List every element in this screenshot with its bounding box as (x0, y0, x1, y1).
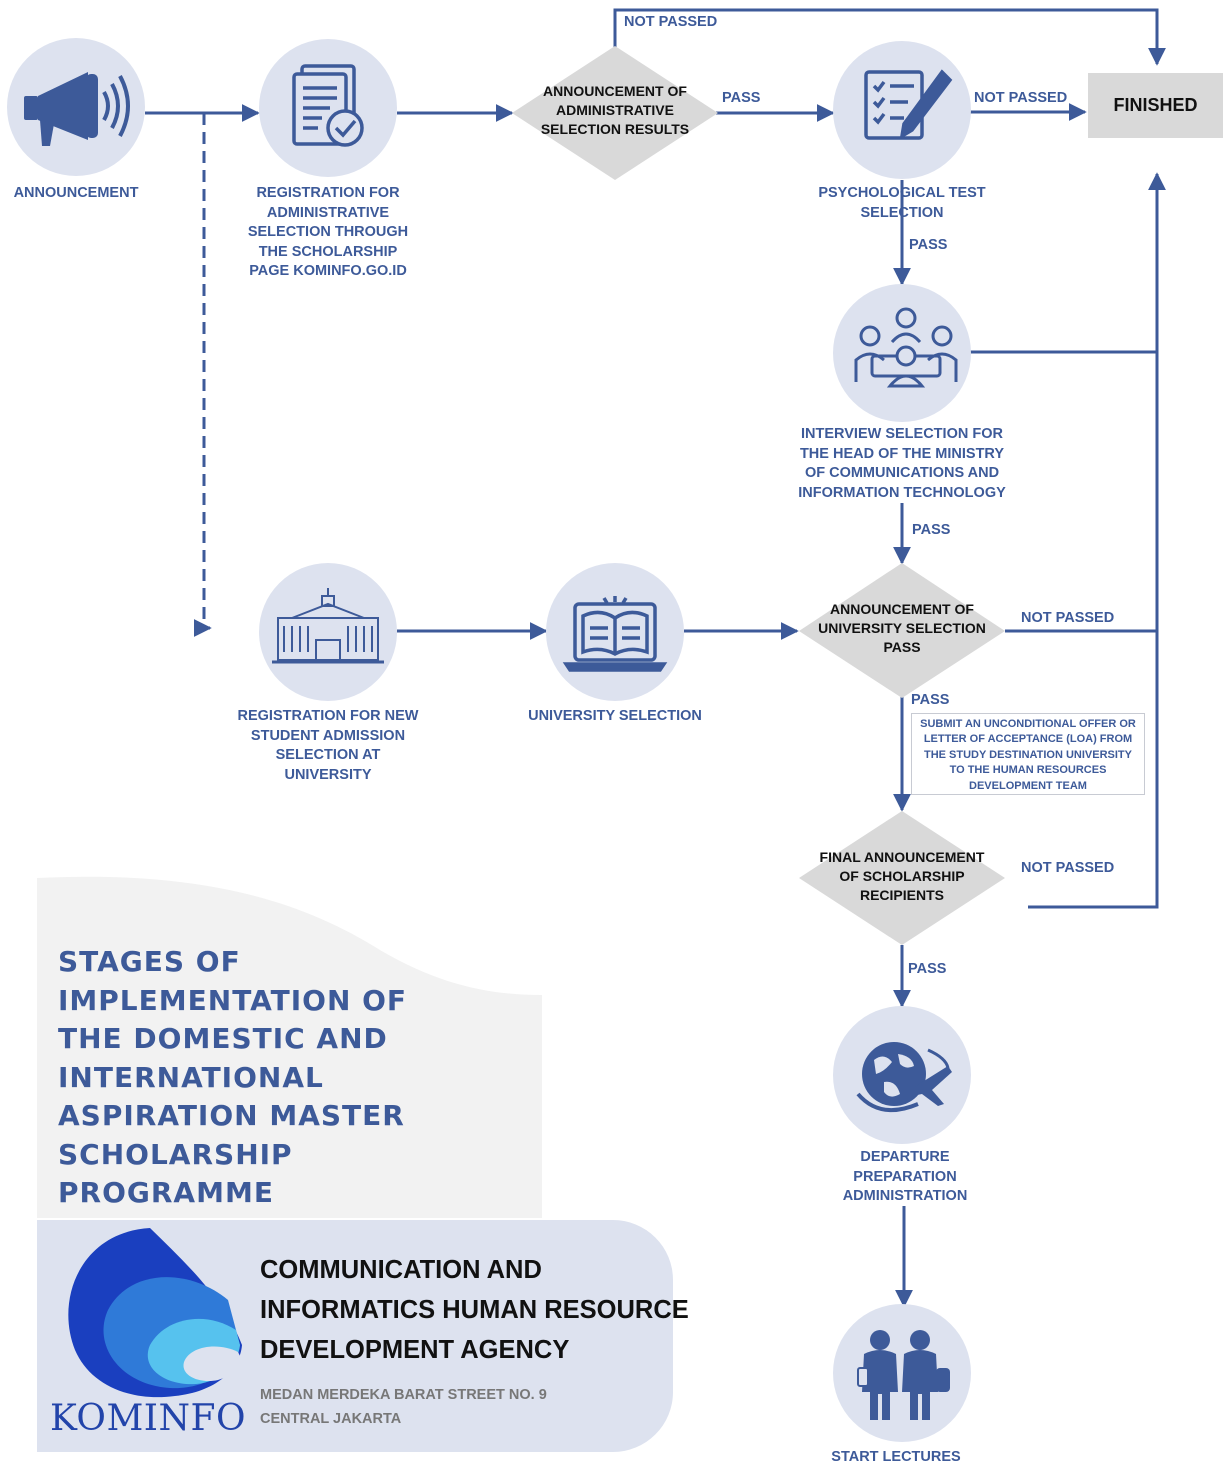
registration-univ-label: REGISTRATION FOR NEW STUDENT ADMISSION S… (237, 708, 419, 783)
univ-pass-decision-text: ANNOUNCEMENT OF UNIVERSITY SELECTION PAS… (818, 601, 986, 655)
start-lectures-label: START LECTURES (831, 1449, 961, 1465)
arrow-admin-not-passed-to-finished (613, 8, 1166, 66)
admin-results-decision-text: ANNOUNCEMENT OF ADMINISTRATIVE SELECTION… (540, 83, 690, 137)
edge-label-pass-univ: PASS (911, 692, 950, 708)
document-check-icon (292, 64, 364, 147)
finished-terminal: FINISHED (1088, 73, 1223, 138)
edge-label-pass-psych: PASS (909, 237, 948, 253)
students-icon (857, 1330, 950, 1420)
psych-test-label: PSYCHOLOGICAL TEST SELECTION (818, 185, 986, 221)
agency-address: MEDAN MERDEKA BARAT STREET NO. 9 CENTRAL… (260, 1387, 547, 1427)
departure-label: DEPARTURE PREPARATION ADMINISTRATION (842, 1149, 968, 1204)
final-decision-text: FINAL ANNOUNCEMENT OF SCHOLARSHIP RECIPI… (819, 849, 985, 903)
announcement-label: ANNOUNCEMENT (13, 185, 139, 201)
globe-airplane-icon (856, 1042, 952, 1112)
edge-label-pass-interview: PASS (912, 522, 951, 538)
megaphone-icon (24, 72, 130, 146)
registration-admin-label: REGISTRATION FOR ADMINISTRATIVE SELECTIO… (247, 185, 409, 279)
meeting-people-icon (854, 307, 958, 388)
page-title: STAGES OF IMPLEMENTATION OF THE DOMESTIC… (58, 945, 408, 1209)
univ-pass-decision (799, 563, 1005, 698)
connectors (145, 8, 1166, 1308)
university-building-icon (272, 588, 384, 664)
laptop-book-icon (562, 596, 668, 672)
registration-univ-circle (259, 563, 397, 701)
univ-selection-label: UNIVERSITY SELECTION (528, 708, 702, 724)
line-final-not-passed-to-bus (1028, 631, 1159, 909)
edge-label-pass-final: PASS (908, 961, 947, 977)
kominfo-wordmark: KOMINFO (50, 1398, 247, 1439)
admin-results-decision (512, 46, 718, 180)
psych-test-circle (833, 41, 971, 179)
edge-label-not-passed-admin: NOT PASSED (624, 14, 718, 30)
finished-text: FINISHED (1113, 95, 1198, 115)
edge-label-not-passed-final: NOT PASSED (1021, 860, 1115, 876)
interview-label: INTERVIEW SELECTION FOR THE HEAD OF THE … (798, 426, 1006, 501)
edge-label-not-passed-psych: NOT PASSED (974, 90, 1068, 106)
edge-label-not-passed-univ: NOT PASSED (1021, 610, 1115, 626)
edge-label-pass-admin: PASS (722, 90, 761, 106)
start-lectures-circle (833, 1304, 971, 1442)
checklist-pen-icon (864, 69, 953, 140)
final-decision (799, 811, 1005, 945)
title-panel (37, 876, 542, 1218)
loa-note: SUBMIT AN UNCONDITIONAL OFFER OR LETTER … (911, 713, 1145, 795)
agency-name: COMMUNICATION AND INFORMATICS HUMAN RESO… (260, 1256, 689, 1364)
